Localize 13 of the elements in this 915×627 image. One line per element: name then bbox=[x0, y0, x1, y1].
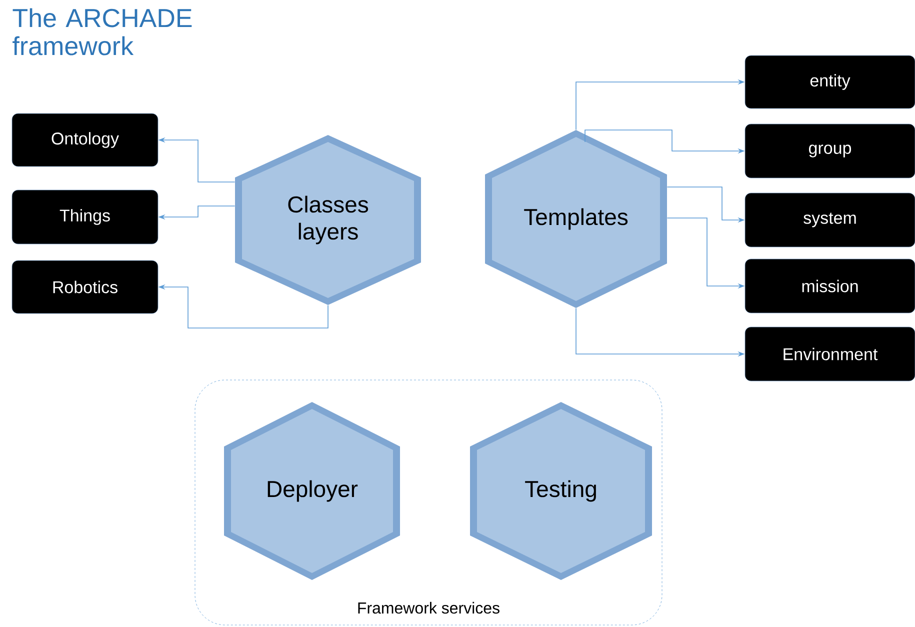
label-box: system bbox=[744, 192, 915, 248]
label-box: mission bbox=[744, 258, 915, 314]
label-box: Robotics bbox=[12, 260, 158, 314]
hexagon: Templates bbox=[485, 130, 667, 308]
hexagon: Classes layers bbox=[235, 135, 421, 305]
hexagon: Testing bbox=[470, 402, 652, 580]
label-box: Ontology bbox=[12, 113, 158, 167]
label-box: Things bbox=[12, 190, 158, 244]
title: The ARCHADE framework bbox=[12, 8, 192, 56]
hexagon: Deployer bbox=[224, 402, 400, 580]
label-box: entity bbox=[744, 55, 915, 109]
label-box: group bbox=[744, 124, 915, 178]
label-box: Environment bbox=[744, 326, 915, 382]
